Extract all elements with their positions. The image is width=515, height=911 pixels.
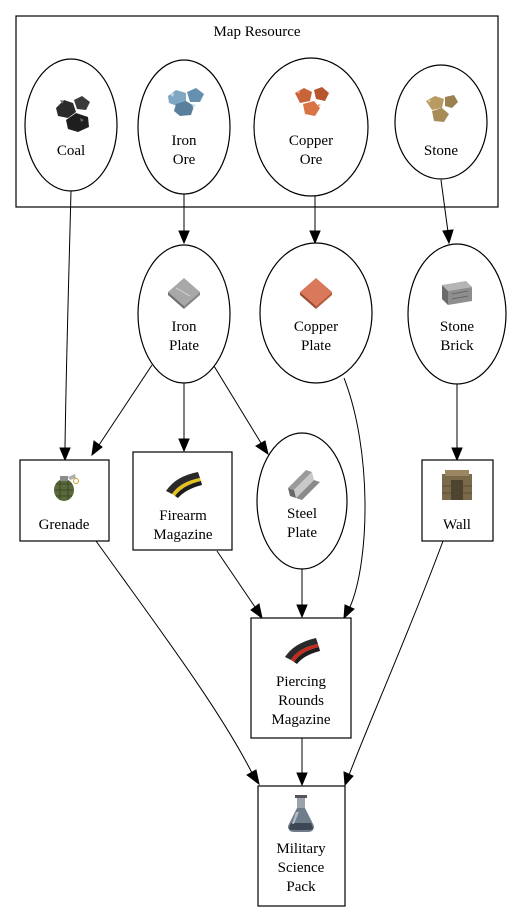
- node-wall-label: Wall: [443, 517, 471, 533]
- node-stone-brick-label-line2: Brick: [440, 338, 474, 354]
- node-piercing-label-line3: Magazine: [271, 712, 330, 728]
- node-steel-plate: Steel Plate: [256, 432, 348, 570]
- edge-firearm-piercing: [216, 550, 256, 608]
- coal-icon: [56, 96, 90, 132]
- copper-ore-icon: [295, 87, 329, 116]
- node-wall: Wall: [421, 459, 494, 542]
- node-copper-ore-label-line1: Copper: [289, 133, 333, 149]
- edges: [59, 179, 463, 787]
- edge-stone-stone-brick: [440, 179, 449, 233]
- node-iron-plate: Iron Plate: [137, 244, 231, 384]
- node-piercing-rounds-magazine-shape: [250, 617, 352, 739]
- node-military-label-line3: Pack: [286, 879, 316, 895]
- node-iron-ore-label-line1: Iron: [172, 133, 197, 149]
- edge-iron-ore-iron-plate-arrow: [178, 230, 190, 245]
- node-copper-plate: Copper Plate: [259, 242, 373, 384]
- node-coal: Coal: [24, 58, 118, 192]
- piercing-rounds-magazine-icon: [285, 638, 320, 664]
- edge-firearm-piercing-arrow: [250, 603, 263, 620]
- copper-plate-icon: [300, 278, 332, 309]
- edge-grenade-military-arrow: [246, 769, 260, 786]
- node-piercing-label-line2: Rounds: [278, 693, 324, 709]
- node-steel-plate-label-line2: Plate: [287, 525, 317, 541]
- iron-ore-icon: [168, 88, 204, 116]
- stone-brick-icon: [442, 281, 472, 305]
- edge-stone-stone-brick-arrow: [442, 229, 454, 245]
- wall-icon: [442, 470, 472, 500]
- node-military-label-line2: Science: [278, 860, 325, 876]
- stone-icon: [426, 95, 458, 122]
- node-stone: Stone: [394, 64, 488, 180]
- node-military-science-pack: Military Science Pack: [257, 785, 346, 907]
- node-coal-label: Coal: [57, 143, 85, 159]
- node-steel-plate-shape: [256, 432, 348, 570]
- node-piercing-rounds-magazine: Piercing Rounds Magazine: [250, 617, 352, 739]
- edge-wall-military-arrow: [343, 771, 354, 787]
- node-iron-ore-label-line2: Ore: [173, 152, 196, 168]
- edge-iron-plate-firearm-magazine-arrow: [178, 438, 190, 453]
- edge-iron-plate-grenade: [98, 364, 153, 446]
- iron-plate-icon: [168, 278, 200, 309]
- edge-coal-grenade: [64, 190, 72, 449]
- node-piercing-label-line1: Piercing: [276, 674, 326, 690]
- node-copper-plate-label-line2: Plate: [301, 338, 331, 354]
- edge-grenade-military: [95, 540, 253, 774]
- node-iron-plate-label-line2: Plate: [169, 338, 199, 354]
- grenade-icon: [54, 474, 79, 501]
- node-copper-ore-shape: [253, 57, 369, 197]
- edge-stone-brick-wall-arrow: [451, 447, 463, 462]
- node-stone-label: Stone: [424, 143, 459, 159]
- node-copper-plate-label-line1: Copper: [294, 319, 338, 335]
- edge-copper-plate-piercing: [343, 377, 366, 608]
- node-stone-shape: [394, 64, 488, 180]
- edge-iron-plate-grenade-arrow: [91, 440, 103, 457]
- node-iron-plate-shape: [137, 244, 231, 384]
- edge-wall-military: [348, 540, 444, 776]
- node-iron-ore-shape: [137, 59, 231, 195]
- map-resource-title: Map Resource: [213, 24, 300, 40]
- node-firearm-magazine-label-line2: Magazine: [153, 527, 212, 543]
- edge-piercing-military-arrow: [296, 772, 308, 787]
- node-firearm-magazine-shape: [132, 451, 233, 551]
- node-copper-ore-label-line2: Ore: [300, 152, 323, 168]
- steel-plate-icon: [288, 470, 320, 500]
- node-steel-plate-label-line1: Steel: [287, 506, 317, 522]
- firearm-magazine-icon: [166, 472, 202, 498]
- node-copper-plate-shape: [259, 242, 373, 384]
- military-science-pack-icon: [288, 795, 314, 832]
- edge-copper-plate-piercing-arrow: [343, 604, 355, 620]
- edge-iron-plate-steel-plate: [213, 365, 262, 444]
- node-stone-brick: Stone Brick: [407, 243, 507, 385]
- node-copper-ore: Copper Ore: [253, 57, 369, 197]
- node-iron-plate-label-line1: Iron: [172, 319, 197, 335]
- node-grenade: Grenade: [19, 459, 110, 542]
- edge-coal-grenade-arrow: [59, 447, 71, 462]
- node-firearm-magazine: Firearm Magazine: [132, 451, 233, 551]
- node-firearm-magazine-label-line1: Firearm: [159, 508, 207, 524]
- edge-steel-piercing-arrow: [296, 604, 308, 619]
- edge-copper-ore-copper-plate-arrow: [309, 230, 321, 245]
- node-stone-brick-label-line1: Stone: [440, 319, 475, 335]
- node-stone-brick-shape: [407, 243, 507, 385]
- node-military-label-line1: Military: [276, 841, 326, 857]
- node-grenade-label: Grenade: [39, 517, 90, 533]
- edge-iron-plate-steel-plate-arrow: [255, 440, 269, 456]
- node-military-science-pack-shape: [257, 785, 346, 907]
- node-iron-ore: Iron Ore: [137, 59, 231, 195]
